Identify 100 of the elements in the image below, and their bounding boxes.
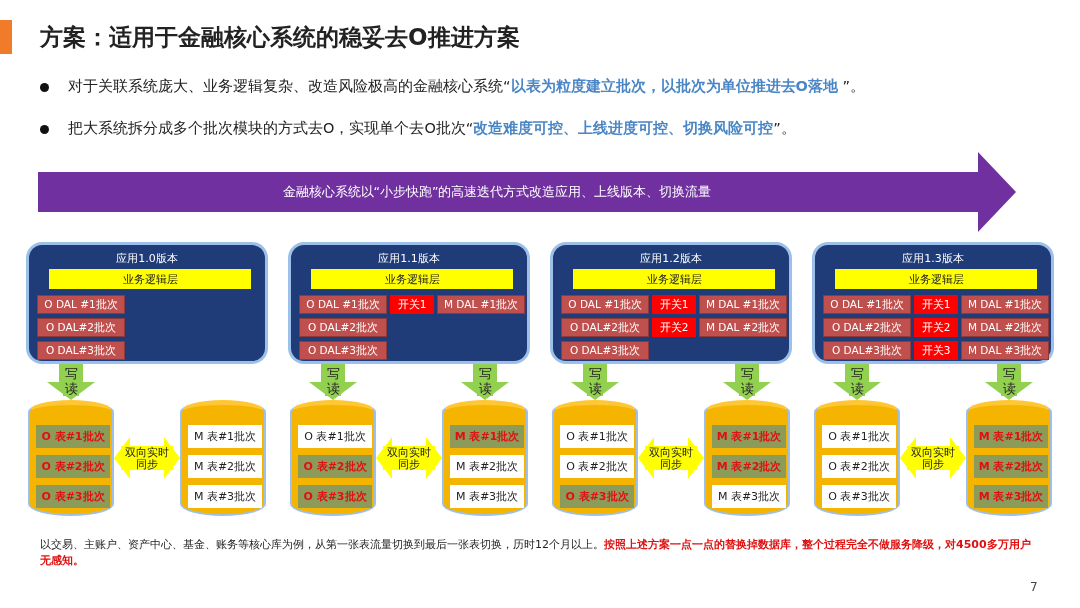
table-batch-box bbox=[712, 485, 786, 508]
app-version-panel bbox=[550, 242, 792, 364]
table-batch-box bbox=[560, 425, 634, 448]
box-text: O 表#1批次 bbox=[41, 429, 105, 444]
block-arrow bbox=[985, 364, 1033, 400]
table-batch-box bbox=[822, 485, 896, 508]
database-cylinder bbox=[814, 400, 900, 516]
box-text: O DAL #1批次 bbox=[568, 297, 642, 312]
edge-label: 写读 bbox=[739, 366, 755, 396]
edge-label: 双向实时同步 bbox=[121, 446, 173, 470]
box-text: O DAL#3批次 bbox=[832, 343, 902, 358]
dal-batch-box bbox=[823, 341, 911, 360]
box-text: O 表#1批次 bbox=[566, 429, 628, 444]
box-text: O DAL#3批次 bbox=[46, 343, 116, 358]
logic-layer-bar bbox=[311, 269, 513, 289]
box-text: O 表#2批次 bbox=[566, 459, 628, 474]
box-text: 业务逻辑层 bbox=[122, 271, 178, 287]
footnote-text: 以交易、主账户、资产中心、基金、账务等核心库为例，从第一张表流量切换到最后一张表切换，历时12个月以上。按照上述方案一点一点的替换掉数据库，整个过程完全不做服务降级，对4500多万用户无感知。 bbox=[40, 537, 1032, 569]
dal-batch-box bbox=[299, 295, 387, 314]
app-version-panel bbox=[812, 242, 1054, 364]
app-version-panel bbox=[288, 242, 530, 364]
box-text: O DAL#2批次 bbox=[570, 320, 640, 335]
block-arrow bbox=[833, 364, 881, 400]
database-cylinder bbox=[442, 400, 528, 516]
switch-box bbox=[914, 295, 958, 314]
dal-batch-box bbox=[561, 295, 649, 314]
box-text: M DAL #1批次 bbox=[443, 297, 519, 312]
box-text: 开关1 bbox=[659, 297, 689, 312]
box-text: O 表#1批次 bbox=[828, 429, 890, 444]
box-text: 金融核心系统以“小步快跑”的高速迭代方式改造应用、上线版本、切换流量 bbox=[282, 183, 712, 201]
dal-batch-box bbox=[823, 318, 911, 337]
box-text: M 表#1批次 bbox=[716, 429, 782, 444]
dal-batch-box bbox=[961, 295, 1049, 314]
box-text: O 表#3批次 bbox=[565, 489, 629, 504]
box-text: O DAL#2批次 bbox=[832, 320, 902, 335]
block-arrow bbox=[47, 364, 95, 400]
edge-label: 写读 bbox=[849, 366, 865, 396]
switch-box bbox=[652, 318, 696, 337]
app-version-panel bbox=[26, 242, 268, 364]
dal-batch-box bbox=[37, 318, 125, 337]
box-text: M DAL #3批次 bbox=[967, 343, 1043, 358]
switch-box bbox=[390, 295, 434, 314]
box-text: 开关2 bbox=[921, 320, 951, 335]
dal-batch-box bbox=[299, 318, 387, 337]
box-text: M 表#3批次 bbox=[455, 489, 519, 504]
table-batch-box bbox=[560, 455, 634, 478]
box-text: M 表#1批次 bbox=[454, 429, 520, 444]
table-batch-box bbox=[36, 485, 110, 508]
table-batch-box bbox=[822, 425, 896, 448]
switch-box bbox=[652, 295, 696, 314]
database-cylinder bbox=[552, 400, 638, 516]
box-text: O DAL#3批次 bbox=[570, 343, 640, 358]
box-text: M DAL #2批次 bbox=[967, 320, 1043, 335]
edge-label: 写读 bbox=[477, 366, 493, 396]
database-cylinder bbox=[180, 400, 266, 516]
box-text: O DAL #1批次 bbox=[830, 297, 904, 312]
box-text: M 表#3批次 bbox=[193, 489, 257, 504]
box-text: 开关2 bbox=[659, 320, 689, 335]
box-text: M 表#3批次 bbox=[717, 489, 781, 504]
table-batch-box bbox=[36, 455, 110, 478]
database-cylinder bbox=[704, 400, 790, 516]
edge-label: 写读 bbox=[1001, 366, 1017, 396]
dal-batch-box bbox=[823, 295, 911, 314]
edge-label: 写读 bbox=[325, 366, 341, 396]
dal-batch-box bbox=[561, 318, 649, 337]
switch-box bbox=[914, 318, 958, 337]
panel-title: 应用1.3版本 bbox=[902, 251, 964, 266]
box-text: O 表#2批次 bbox=[303, 459, 367, 474]
edge-label: 双向实时同步 bbox=[383, 446, 435, 470]
box-text: O DAL #1批次 bbox=[306, 297, 380, 312]
box-text: M 表#1批次 bbox=[193, 429, 257, 444]
database-cylinder bbox=[966, 400, 1052, 516]
edge-label: 写读 bbox=[587, 366, 603, 396]
switch-box bbox=[914, 341, 958, 360]
table-batch-box bbox=[450, 485, 524, 508]
box-text: M DAL #2批次 bbox=[705, 320, 781, 335]
dal-batch-box bbox=[437, 295, 525, 314]
box-text: O 表#3批次 bbox=[828, 489, 890, 504]
box-text: O DAL#3批次 bbox=[308, 343, 378, 358]
box-text: 开关3 bbox=[921, 343, 951, 358]
box-text: M DAL #1批次 bbox=[967, 297, 1043, 312]
dal-batch-box bbox=[299, 341, 387, 360]
table-batch-box bbox=[188, 485, 262, 508]
panel-title: 应用1.0版本 bbox=[116, 251, 178, 266]
table-batch-box bbox=[298, 485, 372, 508]
block-arrow bbox=[723, 364, 771, 400]
panel-title: 应用1.1版本 bbox=[378, 251, 440, 266]
banner-arrow bbox=[38, 152, 1016, 232]
table-batch-box bbox=[450, 455, 524, 478]
dal-batch-box bbox=[561, 341, 649, 360]
bullet-text: 把大系统拆分成多个批次模块的方式去O，实现单个去O批次“改造难度可控、上线进度可控、切换风险可控”。 bbox=[68, 119, 796, 138]
box-text: M 表#3批次 bbox=[978, 489, 1044, 504]
box-text: O DAL #1批次 bbox=[44, 297, 118, 312]
edge-label: 双向实时同步 bbox=[907, 446, 959, 470]
logic-layer-bar bbox=[49, 269, 251, 289]
box-text: O DAL#2批次 bbox=[46, 320, 116, 335]
box-text: 业务逻辑层 bbox=[646, 271, 702, 287]
database-cylinder bbox=[28, 400, 114, 516]
table-batch-box bbox=[36, 425, 110, 448]
table-batch-box bbox=[822, 455, 896, 478]
